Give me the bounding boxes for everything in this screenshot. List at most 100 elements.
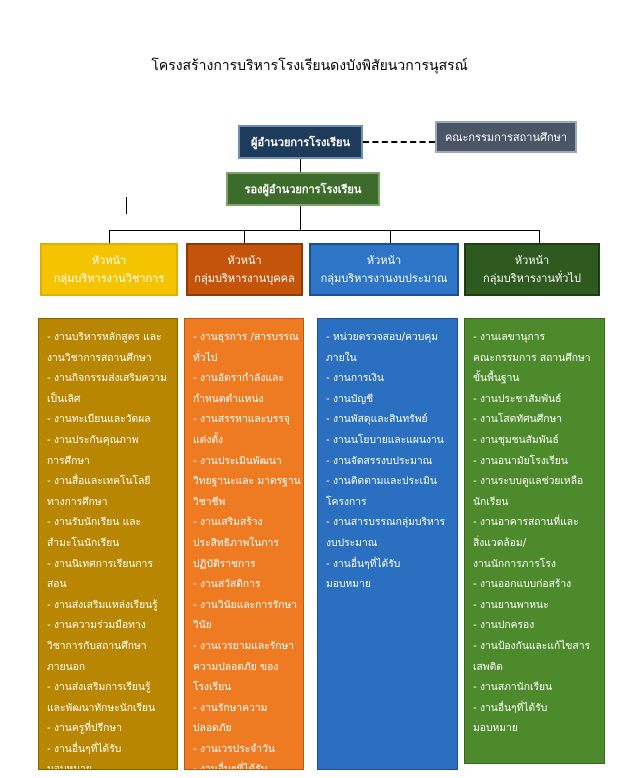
task-item: โรงเรียน	[193, 681, 232, 694]
task-item: แต่งตั้ง	[193, 433, 224, 446]
task-item: - งานเสริมสร้าง	[193, 516, 263, 529]
task-item: - งานรักษาความ	[193, 701, 268, 714]
task-item: - งานธุรการ /สารบรรณ	[193, 331, 299, 343]
task-item: - งานพัสดุและสินทรัพย์	[326, 413, 428, 426]
task-item: เป็นเลิศ	[47, 392, 81, 405]
task-item: - งานประเมินพัฒนา	[193, 454, 282, 467]
task-item: - งานทะเบียนและวัดผล	[47, 413, 151, 426]
committee-label: คณะกรรมการสถานศึกษา	[444, 131, 568, 144]
task-item: - งานจัดสรรงบประมาณ	[326, 454, 433, 467]
stray-mark	[126, 197, 127, 214]
task-list-academic: - งานบริหารหลักสูตร และงานวิชาการสถานศึก…	[38, 318, 178, 770]
task-item: - งานครูที่ปรึกษา	[47, 722, 122, 735]
task-item: - งานอนามัยโรงเรียน	[473, 454, 568, 467]
task-item: - งานนิเทศการเรียนการ	[47, 557, 153, 570]
task-item: งบประมาณ	[326, 536, 378, 549]
group-head-academic: หัวหน้า กลุ่มบริหารงานวิชาการ	[40, 243, 178, 296]
task-item: - งานนโยบายและแผนงาน	[326, 433, 444, 446]
connector-horizontal	[109, 230, 540, 231]
task-item: สำมะโนนักเรียน	[47, 536, 120, 549]
task-item: - งานความร่วมมือทาง	[47, 619, 146, 632]
task-item: วิชาการกับสถานศึกษา	[47, 639, 147, 652]
group-head-title: หัวหน้า	[91, 253, 127, 267]
task-item: - งานโสตทัศนศึกษา	[473, 413, 563, 426]
task-item: - งานระบบดูแลช่วยเหลือ	[473, 475, 584, 488]
chart-title: โครงสร้างการบริหารโรงเรียนดงบังพิสัยนวกา…	[151, 58, 468, 74]
group-head-budget: หัวหน้า กลุ่มบริหารงานงบประมาณ	[309, 243, 459, 296]
task-item: โครงการ	[326, 495, 367, 508]
task-item: มอบหมาย	[326, 578, 371, 591]
task-list-budget: - หน่วยตรวจสอบ/ควบคุมภายใน - งานการเงิน - …	[317, 318, 458, 770]
director-label: ผู้อำนวยการโรงเรียน	[251, 136, 350, 149]
task-item: มอบหมาย	[473, 722, 518, 735]
task-item: - งานป้องกันและแก้ไขสาร	[473, 639, 591, 652]
task-item: - งานเวรประจำวัน	[193, 742, 275, 755]
task-item: - งานประกันคุณภาพ	[47, 433, 139, 446]
committee-box: คณะกรรมการสถานศึกษา	[435, 121, 577, 153]
task-item: วินัย	[193, 619, 212, 632]
task-item: - หน่วยตรวจสอบ/ควบคุม	[326, 331, 439, 343]
task-item: วิชาชีพ	[193, 495, 226, 508]
task-item: - งานประชาสัมพันธ์	[473, 392, 562, 405]
task-item: - งานยานพาหนะ	[473, 598, 549, 611]
task-item: งานนักการภารโรง	[473, 557, 556, 570]
task-item: - งานสวัสดิการ	[193, 578, 261, 591]
deputy-box: รองผู้อำนวยการโรงเรียน	[226, 172, 380, 206]
task-item: - งานอื่นๆที่ได้รับ	[326, 557, 401, 570]
task-item: ปฏิบัติราชการ	[193, 557, 256, 570]
task-item: - งานบัญชี	[326, 392, 374, 405]
group-head-title: หัวหน้า	[514, 253, 550, 267]
task-item: ความปลอดภัย ของ	[193, 660, 279, 673]
task-item: - งานสภานักเรียน	[473, 681, 553, 694]
task-item: - งานสื่อและเทคโนโลยี	[47, 475, 151, 488]
task-item: ปลอดภัย	[193, 722, 232, 735]
task-item: - งานส่งเสริมแหล่งเรียนรู้	[47, 598, 158, 611]
task-item: - งานรับนักเรียน และ	[47, 516, 142, 529]
task-item: นักเรียน	[473, 495, 509, 508]
task-item: - งานส่งเสริมการเรียนรู้	[47, 681, 151, 694]
task-item: - งานอื่นๆที่ได้รับ	[47, 742, 122, 755]
director-box: ผู้อำนวยการโรงเรียน	[238, 125, 363, 159]
task-item: สิ่งแวดล้อม/	[473, 536, 527, 549]
task-item: ประสิทธิภาพในการ	[193, 536, 279, 549]
task-item: สอน	[47, 578, 67, 591]
task-item: - งานเวรยามและรักษา	[193, 639, 295, 652]
task-item: - งานสรรหาและบรรจุ	[193, 413, 290, 426]
connector-group-1	[109, 230, 110, 243]
task-item: - งานชุมชนสัมพันธ์	[473, 433, 559, 446]
task-item: - งานบริหารหลักสูตร และ	[47, 331, 162, 343]
task-item: การศึกษา	[47, 454, 90, 467]
task-item: - งานวินัยและการรักษา	[193, 598, 298, 611]
connector-group-2	[244, 230, 245, 243]
task-list-personnel: - งานธุรการ /สารบรรณทั่วไป - งานอัตรากำลั…	[184, 318, 304, 770]
task-item: ทางการศึกษา	[47, 495, 108, 508]
task-item: ทั่วไป	[193, 351, 218, 364]
connector-deputy-down	[300, 206, 301, 230]
group-head-name: กลุ่มบริหารงานบุคคล	[194, 271, 295, 285]
task-list-general: - งานเลขานุการคณะกรรมการ สถานศึกษาขั้นพื…	[464, 318, 605, 764]
task-item: - งานการเงิน	[326, 372, 384, 385]
task-item: เสพติด	[473, 660, 503, 673]
task-item: - งานอื่นๆที่ได้รับ	[193, 763, 268, 770]
group-head-general: หัวหน้า กลุ่มบริหารงานทั่วไป	[464, 243, 600, 296]
connector-group-4	[539, 230, 540, 243]
task-item: ภายใน	[326, 351, 357, 364]
task-item: - งานอัตรากำลังและ	[193, 372, 284, 385]
task-item: กำหนดตำแหน่ง	[193, 392, 264, 405]
group-head-name: กลุ่มบริหารงานงบประมาณ	[320, 271, 448, 285]
task-item: - งานเลขานุการ	[473, 331, 546, 343]
task-item: ขั้นพื้นฐาน	[473, 372, 520, 385]
connector-director-deputy	[300, 159, 301, 172]
task-item: ภายนอก	[47, 660, 86, 673]
deputy-label: รองผู้อำนวยการโรงเรียน	[244, 183, 362, 196]
task-item: - งานอาคารสถานที่และ	[473, 516, 579, 529]
task-item: วิทยฐานะและ มาตรฐาน	[193, 475, 301, 488]
group-head-name: กลุ่มบริหารงานวิชาการ	[53, 271, 165, 285]
committee-dashed-link	[363, 141, 435, 143]
connector-group-3	[390, 230, 391, 243]
task-item: - งานติดตามและประเมิน	[326, 475, 437, 488]
group-head-title: หัวหน้า	[366, 253, 402, 267]
task-item: คณะกรรมการ สถานศึกษา	[473, 351, 591, 364]
task-item: มอบหมาย	[47, 763, 92, 770]
task-item: - งานอื่นๆที่ได้รับ	[473, 701, 548, 714]
